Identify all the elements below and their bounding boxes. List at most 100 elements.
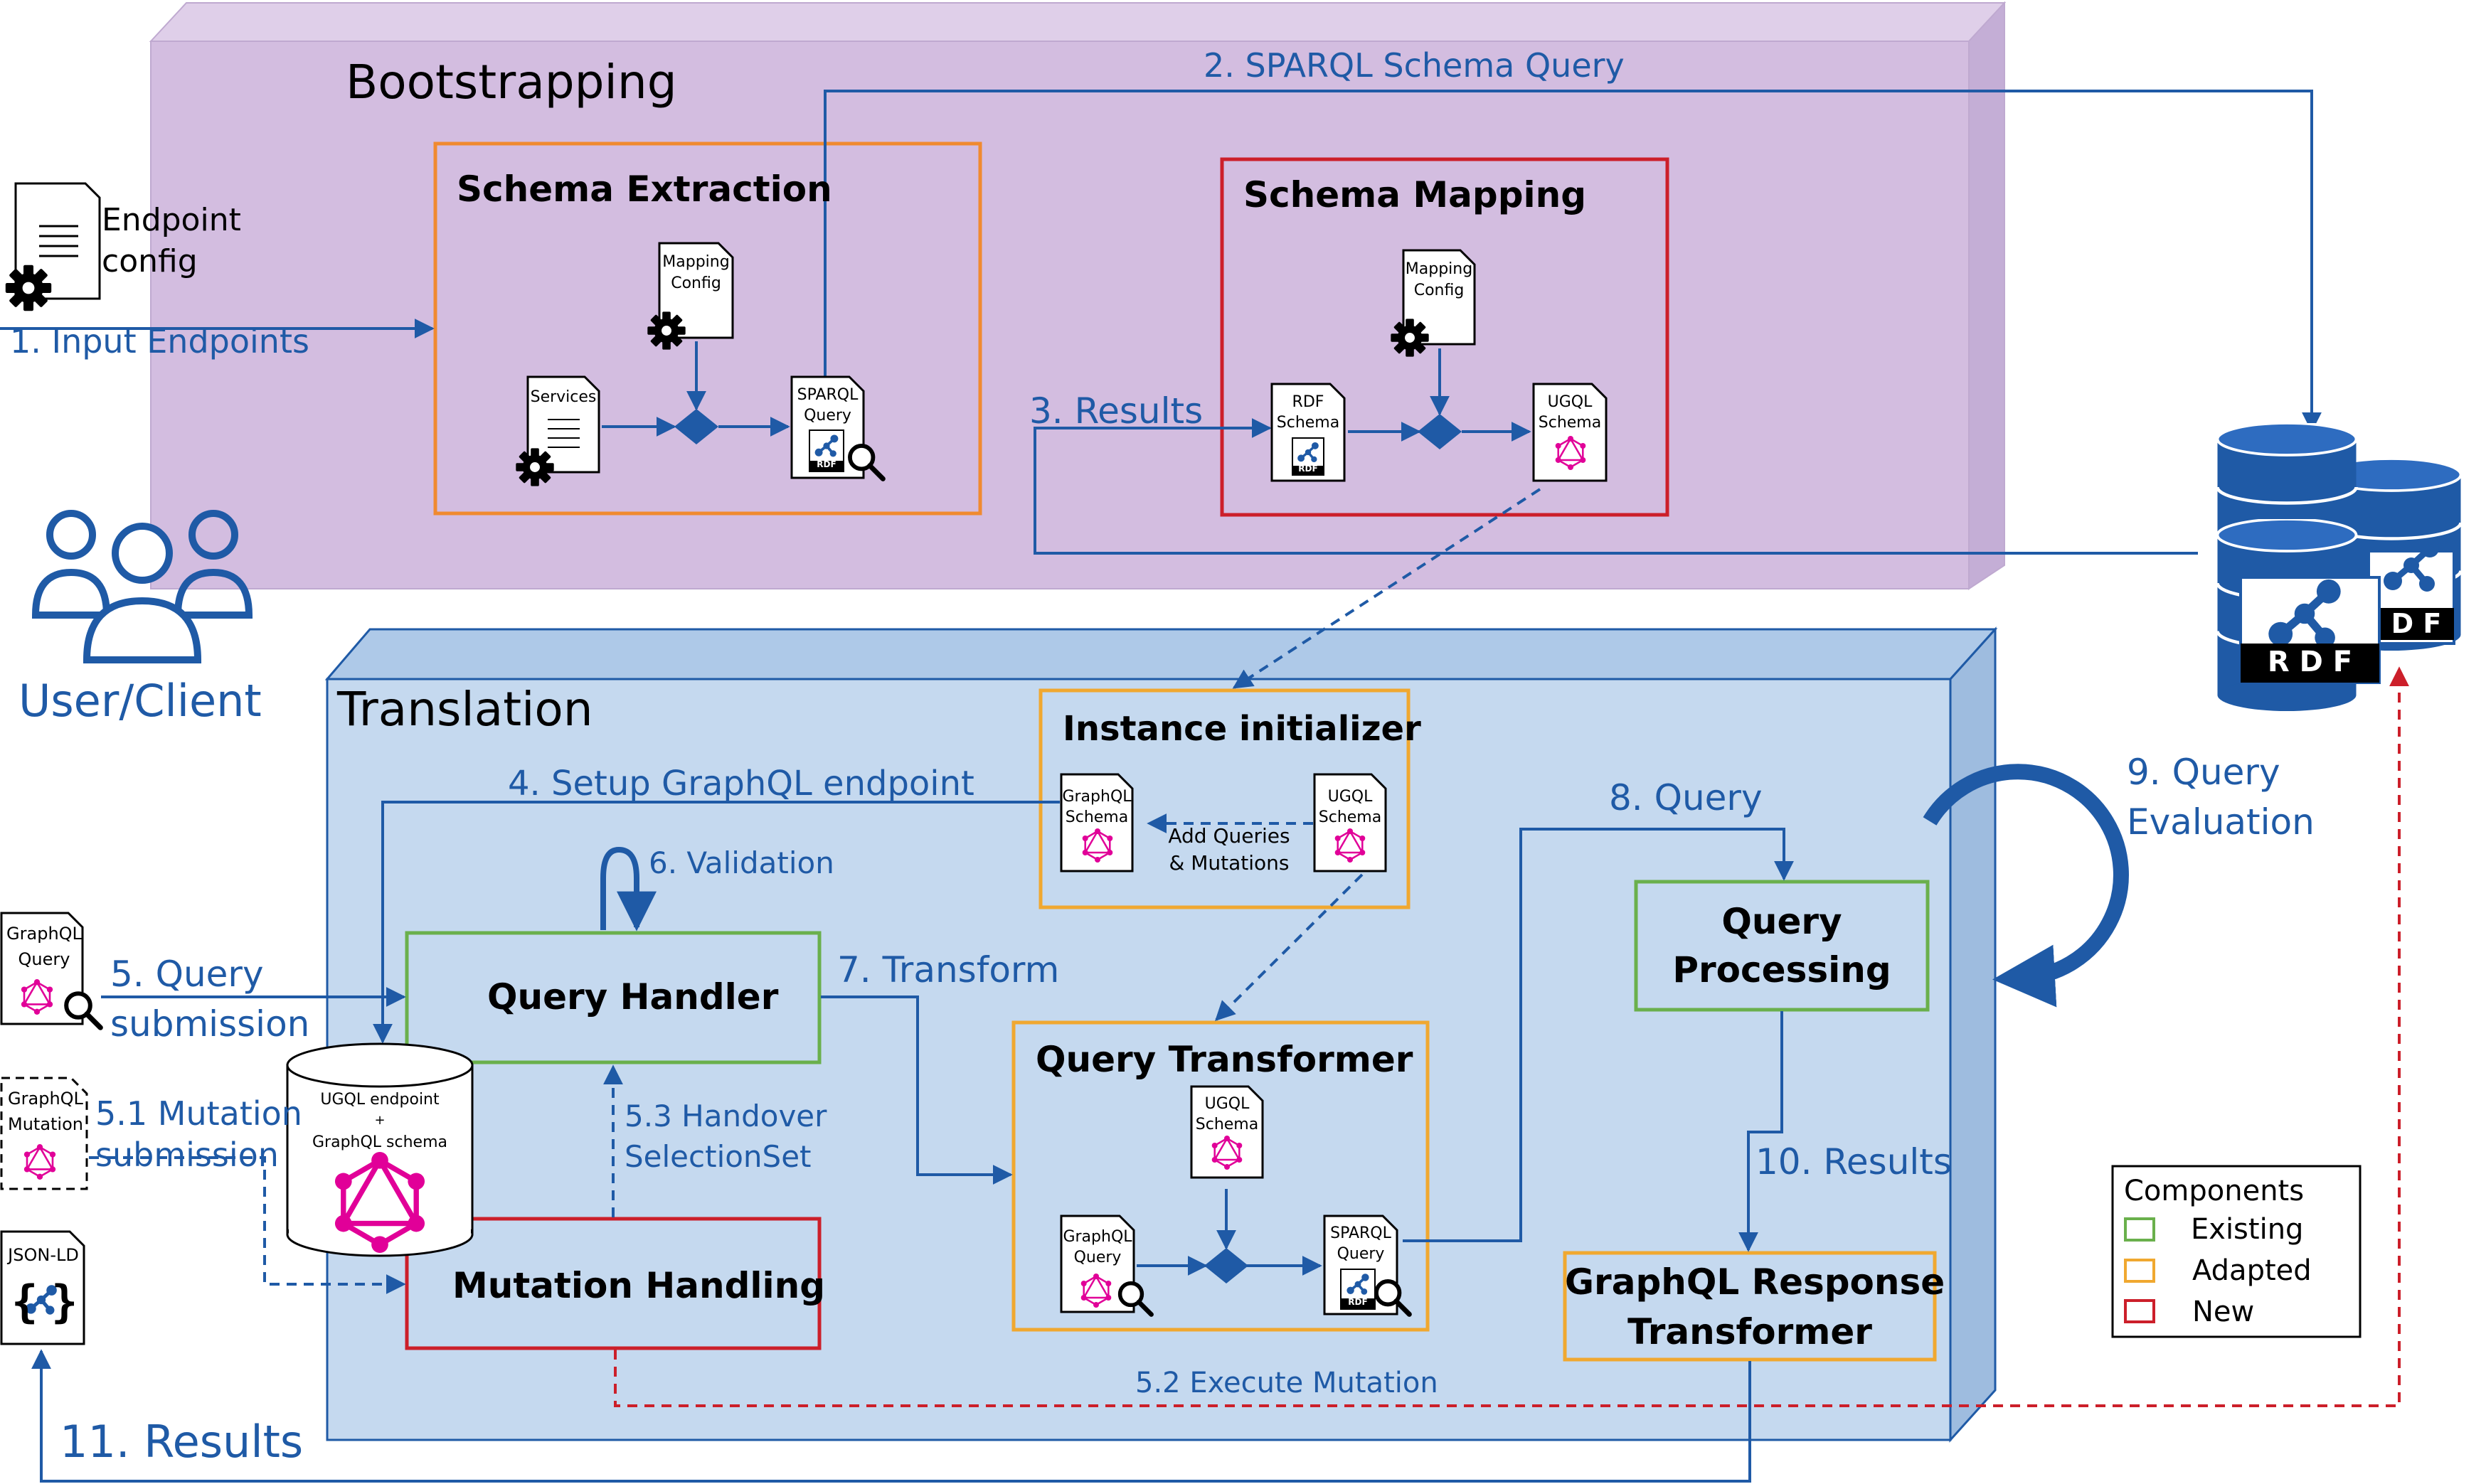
legend-title: Components	[2124, 1175, 2305, 1207]
graphql-schema-document	[1060, 773, 1134, 872]
graphql-query-input-document[interactable]	[0, 912, 100, 1027]
ugql-schema-label-line2: Schema	[1538, 414, 1602, 432]
step-5-1-label-line1: 5.1 Mutation	[95, 1094, 302, 1133]
instance-initializer-label: Instance initializer	[1063, 709, 1421, 749]
json-ld-document: { }	[0, 1230, 85, 1345]
add-queries-label-line2: & Mutations	[1169, 851, 1290, 875]
arrow-ugql-schema-to-translation	[1232, 488, 1541, 689]
mutation-handling-box[interactable]	[405, 1217, 822, 1350]
svg-text:}: }	[51, 1276, 78, 1328]
sparql-query-document-2	[1323, 1215, 1409, 1314]
step-9-label-line2: Evaluation	[2127, 801, 2315, 843]
arrow-processing-results	[1738, 1011, 1783, 1252]
query-transformer-box	[1011, 1020, 1430, 1332]
sparql-query-2-label-line1: SPARQL	[1330, 1224, 1391, 1242]
bootstrapping-title: Bootstrapping	[346, 55, 677, 110]
rdf-badge: RDF	[817, 459, 836, 469]
mapping-config-label-line1: Mapping	[662, 253, 730, 271]
instance-initializer-box	[1039, 688, 1411, 909]
graphql-query-document	[1060, 1215, 1152, 1315]
rdf-database-label: R D F	[2267, 646, 2353, 678]
step-5-label-line1: 5. Query	[110, 954, 264, 995]
response-transformer-label-line2: Transformer	[1627, 1311, 1872, 1352]
rdf-schema-label-line2: Schema	[1276, 414, 1340, 432]
rdf-badge-2: RDF	[1298, 464, 1318, 474]
arrow-validation-loop	[600, 846, 657, 931]
arrow-transform	[821, 995, 1013, 1185]
ugql-schema-document-3	[1190, 1085, 1264, 1179]
step-5-3-label-line1: 5.3 Handover	[625, 1099, 827, 1133]
step-5-2-label: 5.2 Execute Mutation	[1135, 1367, 1438, 1399]
ugql-schema-2-label-line1: UGQL	[1327, 788, 1373, 806]
ugql-endpoint-label-line2: +	[374, 1113, 386, 1128]
arrow-query-evaluation	[1923, 764, 2129, 1008]
graphql-mutation-input-document[interactable]	[0, 1077, 88, 1190]
mutation-handling-label: Mutation Handling	[452, 1265, 826, 1306]
query-transformer-label: Query Transformer	[1036, 1039, 1413, 1080]
translation-title: Translation	[337, 682, 593, 737]
step-11-label: 11. Results	[60, 1416, 304, 1468]
merge-diamond	[674, 409, 718, 444]
graphql-response-transformer-box[interactable]	[1563, 1251, 1937, 1362]
schema-extraction-box	[433, 142, 982, 516]
endpoint-config-label-line2: config	[102, 243, 198, 279]
arrow-setup-graphql-endpoint	[373, 801, 1060, 1044]
graphql-query-input-label-line2: Query	[18, 949, 70, 969]
rdf-schema-document	[1270, 383, 1346, 482]
step-2-label: 2. SPARQL Schema Query	[1204, 46, 1625, 85]
ugql-schema-3-label-line2: Schema	[1195, 1116, 1259, 1133]
merge-diamond	[1204, 1248, 1248, 1283]
step-9-label-line1: 9. Query	[2127, 752, 2280, 793]
sparql-query-document	[790, 375, 883, 479]
legend-item-existing: Existing	[2191, 1213, 2304, 1246]
arrow-query-to-processing	[1403, 828, 1794, 1242]
ugql-endpoint-label-line1: UGQL endpoint	[320, 1091, 440, 1109]
step-4-label: 4. Setup GraphQL endpoint	[508, 764, 974, 804]
ugql-endpoint-label-line3: GraphQL schema	[312, 1133, 447, 1151]
ugql-schema-label-line1: UGQL	[1547, 393, 1593, 411]
query-processing-label-line2: Processing	[1672, 949, 1891, 991]
ugql-schema-3-label-line1: UGQL	[1204, 1095, 1250, 1113]
sparql-query-label-line2: Query	[804, 407, 851, 425]
step-5-label-line2: submission	[110, 1003, 310, 1045]
arrow-instance-to-transformer	[1215, 873, 1364, 1021]
user-client-icon	[31, 510, 253, 663]
mapping-config-document-2	[1391, 249, 1476, 357]
graphql-mutation-input-label-line1: GraphQL	[8, 1089, 83, 1109]
mapping-config-2-label-line1: Mapping	[1405, 260, 1473, 278]
arrow-final-results	[31, 1349, 1751, 1483]
step-8-label: 8. Query	[1609, 777, 1763, 818]
ugql-schema-document-2	[1313, 773, 1387, 872]
mapping-config-label-line2: Config	[671, 274, 721, 292]
graphql-query-input-label-line1: GraphQL	[6, 924, 82, 944]
sparql-query-label-line1: SPARQL	[797, 386, 859, 404]
ugql-endpoint-database	[286, 1042, 474, 1257]
step-6-label: 6. Validation	[649, 845, 834, 880]
query-handler-box[interactable]	[405, 931, 822, 1064]
legend-box	[2111, 1165, 2362, 1338]
query-processing-label-line1: Query	[1721, 901, 1842, 942]
graphql-schema-label-line2: Schema	[1065, 808, 1129, 826]
step-1-label: 1. Input Endpoints	[10, 322, 309, 361]
arrow-bootstrap-results	[1034, 418, 2198, 555]
services-document	[516, 375, 600, 486]
arrow-execute-mutation	[614, 666, 2409, 1407]
merge-diamond	[1418, 414, 1462, 449]
rdf-database-back	[2322, 459, 2461, 651]
endpoint-config-label-line1: Endpoint	[102, 202, 241, 238]
query-processing-box[interactable]	[1634, 880, 1930, 1012]
step-7-label: 7. Transform	[837, 949, 1060, 991]
mapping-config-2-label-line2: Config	[1413, 282, 1465, 299]
step-3-label: 3. Results	[1029, 390, 1204, 432]
sparql-query-2-label-line2: Query	[1337, 1245, 1385, 1263]
schema-extraction-label: Schema Extraction	[457, 169, 832, 210]
query-handler-label: Query Handler	[487, 976, 779, 1018]
legend-item-new: New	[2192, 1296, 2255, 1328]
graphql-schema-label-line1: GraphQL	[1062, 788, 1132, 806]
rdf-database-back-label: D F	[2391, 608, 2442, 639]
rdf-schema-label-line1: RDF	[1292, 393, 1324, 411]
response-transformer-label-line1: GraphQL Response	[1565, 1261, 1945, 1303]
rdf-database-front	[2218, 423, 2381, 711]
ugql-schema-document	[1532, 383, 1608, 482]
endpoint-config-document	[5, 182, 101, 311]
